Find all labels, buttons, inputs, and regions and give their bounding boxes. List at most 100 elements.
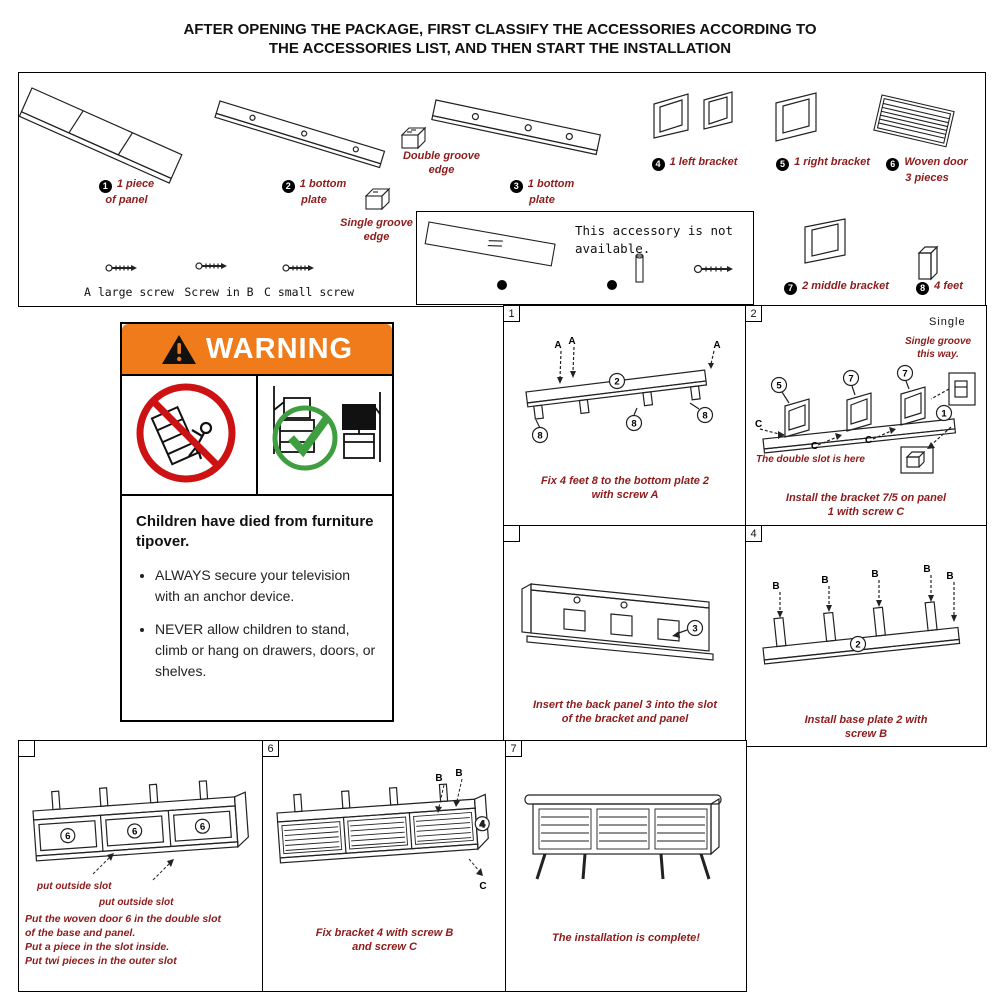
screw-b-icon	[195, 262, 227, 270]
screw-b-label: Screw in B	[184, 285, 254, 299]
not-available-box: This accessory is not available.	[416, 211, 754, 305]
accessory-label-left-bracket: 4 1 left bracket	[637, 155, 752, 171]
step-4-panel: 4	[745, 525, 987, 747]
back-panel-3-marker: 3	[692, 624, 697, 635]
accessory-label-plate2: 2 1 bottom plate	[264, 177, 364, 207]
screw-c-callout: C	[811, 441, 818, 452]
screw-c-callout: C	[479, 881, 486, 892]
tipover-warning-box: WARNING	[120, 322, 394, 722]
page-title-line2: THE ACCESSORIES LIST, AND THEN START THE…	[268, 40, 732, 57]
page-title-line1: AFTER OPENING THE PACKAGE, FIRST CLASSIF…	[183, 21, 817, 38]
door-6-marker: 6	[65, 831, 71, 842]
single-note: Single	[929, 316, 966, 328]
step-5-caption: Put the woven door 6 in the double slot …	[25, 913, 222, 967]
bracket-4-marker: 4	[479, 819, 486, 830]
warning-triangle-icon	[161, 334, 196, 364]
screw-b-callout: B	[435, 773, 442, 784]
screw-b-callout: B	[772, 581, 779, 592]
step-4-caption: Install base plate 2 with screw B	[804, 714, 928, 741]
screw-a-callout: A	[568, 336, 575, 347]
step-5-number	[19, 741, 35, 757]
screw-c-label: C small screw	[263, 285, 354, 299]
accessory-8-badge: 8	[916, 282, 930, 295]
na-panel-diagram	[424, 221, 556, 267]
accessories-panel: 1 1 piece of panel 2 1 bottom plate	[18, 72, 986, 307]
step-7-diagram	[524, 794, 722, 880]
accessory-2-badge: 2	[281, 180, 295, 193]
panel-1-diagram	[18, 87, 183, 184]
outside-slot-label: put outside slot	[37, 881, 112, 892]
step-7-caption: The installation is complete!	[552, 932, 700, 944]
tipover-prohibited-icon	[136, 383, 236, 483]
feet-diagram	[917, 245, 939, 281]
bottom-plate-2-diagram	[214, 100, 386, 169]
not-available-text: This accessory is not available.	[575, 223, 734, 257]
plate-2-marker: 2	[614, 377, 619, 388]
step-4-number: 4	[746, 526, 762, 542]
step-1-number: 1	[504, 306, 520, 322]
bracket-7-marker: 7	[848, 374, 853, 385]
step-3-diagram: 3	[521, 582, 714, 661]
step-2-panel: 2 Single Single groove this way.	[745, 305, 987, 527]
hole-plug-dot	[607, 280, 617, 290]
accessory-1-badge: 1	[98, 180, 112, 193]
screw-b-callout: B	[871, 569, 878, 580]
hole-plug-dot	[497, 280, 507, 290]
double-slot-note: The double slot is here	[756, 454, 865, 465]
screw-a-icon	[105, 264, 137, 272]
page-title: AFTER OPENING THE PACKAGE, FIRST CLASSIF…	[0, 20, 1000, 58]
accessory-label-woven-door: 6 Woven door 3 pieces	[871, 155, 983, 185]
middle-bracket-diagram	[804, 218, 846, 264]
outside-slot-label: put outside slot	[99, 897, 174, 908]
left-bracket-diagram	[653, 91, 733, 139]
step-2-number: 2	[746, 306, 762, 322]
screw-b-callout: B	[946, 571, 953, 582]
step-7-panel: 7	[505, 740, 747, 992]
accessory-label-feet: 8 4 feet	[897, 279, 982, 295]
anchor-approved-icon	[272, 386, 381, 471]
accessory-label-plate3: 3 1 bottom plate	[487, 177, 597, 207]
screw-a-label: A large screw	[83, 285, 174, 299]
accessory-4-badge: 4	[651, 158, 665, 171]
step-2-diagram: C C C 5 7 7 1	[755, 364, 976, 474]
accessory-label-panel: 1 1 piece of panel	[64, 177, 189, 207]
accessory-label-middle-bracket: 7 2 middle bracket	[769, 279, 904, 295]
warning-title: WARNING	[205, 332, 354, 365]
screw-a-callout: A	[713, 340, 720, 351]
single-groove-note: Single groove this way.	[904, 336, 972, 360]
na-screw-icon	[693, 264, 733, 274]
accessory-3-badge: 3	[509, 180, 523, 193]
bracket-5-marker: 5	[776, 381, 782, 392]
warning-header: WARNING	[122, 324, 392, 376]
single-groove-label: Single groove edge	[340, 217, 413, 244]
double-groove-label: Double groove edge	[402, 150, 480, 177]
warning-heading: Children have died from furniture tipove…	[136, 513, 374, 551]
screw-b-callout: B	[821, 575, 828, 586]
foot-8-marker: 8	[631, 419, 636, 430]
step-7-number: 7	[506, 741, 522, 757]
door-6-marker: 6	[132, 826, 138, 837]
step-5-panel: 6 6 6 put outside slot put outside slot …	[18, 740, 264, 992]
step-4-diagram: B B B B B 2	[762, 564, 961, 665]
bottom-plate-3-diagram	[431, 99, 602, 156]
door-6-marker: 6	[200, 822, 206, 833]
right-bracket-diagram	[775, 92, 817, 142]
groove-cube-single-icon	[364, 187, 391, 211]
step-6-diagram: 4 B B C	[276, 768, 490, 892]
step-6-number: 6	[263, 741, 279, 757]
step-6-panel: 6	[262, 740, 507, 992]
step-3-panel: 3 Insert the back panel 3 into the slot …	[503, 525, 747, 742]
accessory-label-right-bracket: 5 1 right bracket	[764, 155, 882, 171]
warning-bullet-2: NEVER allow children to stand, climb or …	[155, 619, 378, 682]
foot-8-marker: 8	[702, 411, 707, 422]
screw-a-callout: A	[554, 340, 561, 351]
step-5-diagram: 6 6 6	[32, 780, 249, 881]
step-3-caption: Insert the back panel 3 into the slot of…	[533, 699, 717, 726]
warning-bullet-1: ALWAYS secure your television with an an…	[155, 565, 378, 607]
accessory-7-badge: 7	[784, 282, 798, 295]
screw-b-callout: B	[455, 768, 462, 779]
approved-pictogram	[258, 376, 392, 494]
step-6-caption: Fix bracket 4 with screw B and screw C	[315, 927, 454, 954]
screw-c-callout: C	[865, 435, 872, 446]
